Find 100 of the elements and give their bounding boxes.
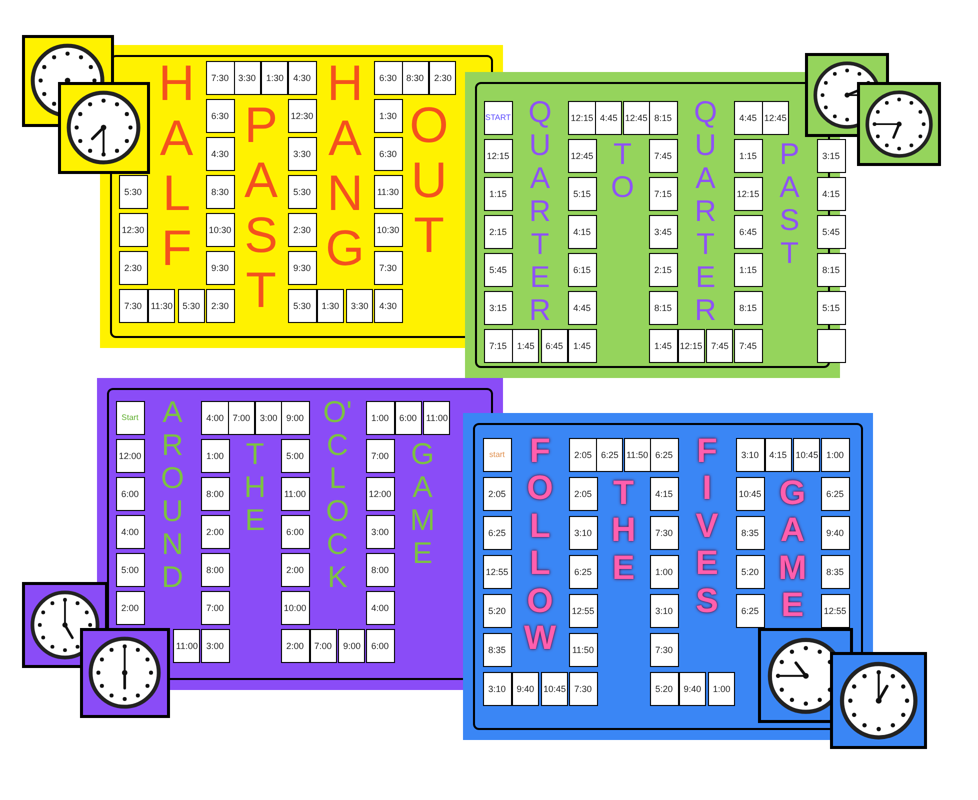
game-space: 8:00 xyxy=(200,553,230,587)
game-space: 1:00 xyxy=(366,401,394,435)
game-space: 1:00 xyxy=(820,438,850,472)
game-space: 9:40 xyxy=(678,672,706,706)
game-space: 1:00 xyxy=(200,439,230,473)
game-space: 12:30 xyxy=(288,99,316,133)
title-word: QUARTER xyxy=(694,96,718,327)
game-space: 3:10 xyxy=(482,672,512,706)
game-space: 3:10 xyxy=(568,516,598,550)
game-space: 2:00 xyxy=(280,629,310,663)
game-space: 1:45 xyxy=(568,329,596,363)
game-space: 8:35 xyxy=(820,555,850,589)
game-space: 1:45 xyxy=(512,329,540,363)
title-word: PAST xyxy=(244,98,278,318)
game-space: 8:15 xyxy=(734,291,762,325)
game-space: 6:30 xyxy=(206,99,234,133)
title-word: THE xyxy=(611,475,636,588)
game-space xyxy=(816,329,846,363)
game-space: 3:00 xyxy=(366,515,394,549)
game-space: 10:45 xyxy=(793,438,820,472)
game-space: 4:15 xyxy=(568,215,596,249)
game-space: 10:30 xyxy=(206,213,234,247)
game-space: 12:55 xyxy=(482,555,512,589)
game-space: 8:00 xyxy=(366,553,394,587)
game-space: 3:30 xyxy=(346,289,374,323)
game-space: 12:15 xyxy=(484,139,512,173)
game-space: 6:25 xyxy=(820,477,850,511)
game-space: 5:45 xyxy=(816,215,846,249)
game-space: 9:00 xyxy=(280,401,310,435)
game-space: 7:30 xyxy=(374,251,402,285)
game-space: 11:00 xyxy=(280,477,310,511)
title-word: HALF xyxy=(158,56,195,276)
game-space: 9:00 xyxy=(338,629,366,663)
game-space: 10:30 xyxy=(374,213,402,247)
game-space: start xyxy=(482,438,512,472)
game-space: 5:30 xyxy=(288,289,316,323)
game-space: 2:30 xyxy=(288,213,316,247)
game-space: 6:25 xyxy=(482,516,512,550)
game-space: 2:30 xyxy=(429,61,456,95)
game-space: 4:45 xyxy=(595,101,622,135)
game-space: 7:45 xyxy=(648,139,678,173)
title-word: HANG xyxy=(326,56,364,276)
game-space: 12:45 xyxy=(622,101,650,135)
game-space: 4:30 xyxy=(288,61,316,95)
game-space: 3:30 xyxy=(288,137,316,171)
game-space: 9:30 xyxy=(288,251,316,285)
game-space: 1:00 xyxy=(650,555,678,589)
game-space: 5:45 xyxy=(484,253,512,287)
title-word: QUARTER xyxy=(528,96,552,327)
game-space: 5:15 xyxy=(568,177,596,211)
game-space: 5:20 xyxy=(650,672,678,706)
game-space: 9:30 xyxy=(206,251,234,285)
game-space: 6:25 xyxy=(568,555,598,589)
game-space: 1:00 xyxy=(708,672,736,706)
game-space: 12:55 xyxy=(568,594,598,628)
game-space: 4:15 xyxy=(764,438,792,472)
title-word: OUT xyxy=(410,98,448,263)
game-space: 7:00 xyxy=(310,629,337,663)
game-space: 12:45 xyxy=(568,139,596,173)
game-space: 4:30 xyxy=(206,137,234,171)
game-space: 12:15 xyxy=(734,177,762,211)
game-space: 11:30 xyxy=(374,175,402,209)
title-word: FOLLOW xyxy=(524,433,556,658)
game-space: 8:35 xyxy=(736,516,764,550)
game-space: 4:30 xyxy=(374,289,402,323)
game-space: 1:30 xyxy=(261,61,288,95)
game-space: 7:00 xyxy=(366,439,394,473)
game-space: 5:00 xyxy=(280,439,310,473)
game-space: 3:15 xyxy=(484,291,512,325)
game-space: 8:30 xyxy=(206,175,234,209)
game-space: 2:15 xyxy=(484,215,512,249)
game-space: 12:00 xyxy=(366,477,394,511)
game-space: 5:30 xyxy=(118,175,148,209)
game-space: 2:05 xyxy=(568,477,598,511)
game-space: 4:15 xyxy=(650,477,678,511)
game-space: 7:15 xyxy=(648,177,678,211)
title-word: TO xyxy=(610,138,634,204)
game-space: 9:40 xyxy=(512,672,539,706)
game-space: 6:15 xyxy=(568,253,596,287)
game-space: 4:45 xyxy=(734,101,762,135)
game-space: 2:05 xyxy=(568,438,598,472)
game-space: 3:00 xyxy=(255,401,282,435)
game-space: 7:30 xyxy=(568,672,598,706)
game-space: 6:00 xyxy=(280,515,310,549)
game-space: 7:45 xyxy=(734,329,762,363)
game-space: 1:15 xyxy=(734,139,762,173)
game-space: 5:20 xyxy=(736,555,764,589)
game-space: 6:00 xyxy=(366,629,394,663)
game-space: 5:00 xyxy=(116,553,144,587)
game-space: 4:00 xyxy=(200,401,230,435)
game-space: 12:15 xyxy=(568,101,596,135)
game-space: 8:15 xyxy=(648,291,678,325)
game-space: 10:00 xyxy=(280,591,310,625)
game-space: 1:45 xyxy=(648,329,678,363)
game-space: 3:30 xyxy=(234,61,261,95)
title-word: GAME xyxy=(410,438,435,570)
game-space: 7:30 xyxy=(650,516,678,550)
game-space: 8:35 xyxy=(482,633,512,667)
game-space: 2:00 xyxy=(280,553,310,587)
game-space: 2:00 xyxy=(116,591,144,625)
